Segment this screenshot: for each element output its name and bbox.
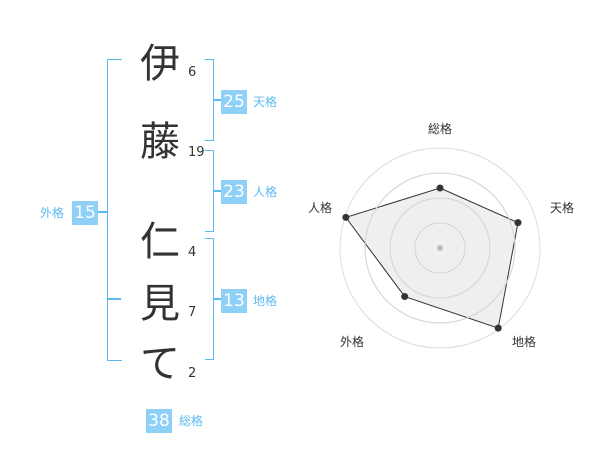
stroke-count-1: 6 [188, 65, 197, 80]
radar-axis-label-4: 外格 [340, 334, 364, 349]
gaikaku-bracket [107, 59, 122, 361]
radar-point-2 [514, 219, 522, 227]
chikaku-value: 13 [221, 289, 247, 313]
stroke-count-5: 2 [188, 366, 197, 381]
radar-axis-label-3: 地格 [512, 334, 536, 349]
chikaku-label: 地格 [253, 294, 278, 308]
name-char-3: 仁 [140, 219, 180, 265]
tenkaku-value: 25 [221, 90, 247, 114]
name-char-1: 伊 [140, 41, 180, 87]
stroke-count-3: 4 [188, 245, 197, 260]
gaikaku-label: 外格 [40, 206, 65, 220]
radar-center-dot [437, 245, 443, 251]
tenkaku-label: 天格 [253, 95, 278, 109]
jinkaku-value: 23 [221, 180, 247, 204]
radar-axis-label-5: 人格 [308, 200, 332, 215]
radar-point-5 [342, 213, 350, 221]
soukaku-value: 38 [146, 409, 172, 433]
stroke-count-2: 19 [188, 145, 205, 160]
radar-area [345, 187, 519, 329]
name-char-4: 見 [140, 281, 180, 327]
radar-point-1 [436, 184, 444, 192]
jinkaku-bracket-tick [213, 190, 223, 192]
radar-axis-label-2: 天格 [550, 200, 574, 215]
jinkaku-label: 人格 [253, 185, 278, 199]
soukaku-label: 総格 [179, 414, 204, 428]
gaikaku-inner-tick [108, 298, 121, 300]
radar-ring-overlay-1 [414, 222, 466, 274]
name-char-5: て [140, 341, 180, 387]
radar-ring-overlay-2 [389, 197, 491, 299]
stroke-count-4: 7 [188, 305, 197, 320]
radar-ring-overlay-3 [364, 172, 516, 324]
name-char-2: 藤 [140, 119, 180, 165]
chikaku-bracket-tick [213, 298, 223, 300]
radar-point-3 [494, 324, 502, 332]
gaikaku-bracket-tick [98, 211, 108, 213]
radar-axis-label-1: 総格 [428, 121, 452, 136]
gaikaku-value: 15 [72, 201, 98, 225]
tenkaku-bracket-tick [213, 99, 223, 101]
radar-point-4 [401, 293, 409, 301]
